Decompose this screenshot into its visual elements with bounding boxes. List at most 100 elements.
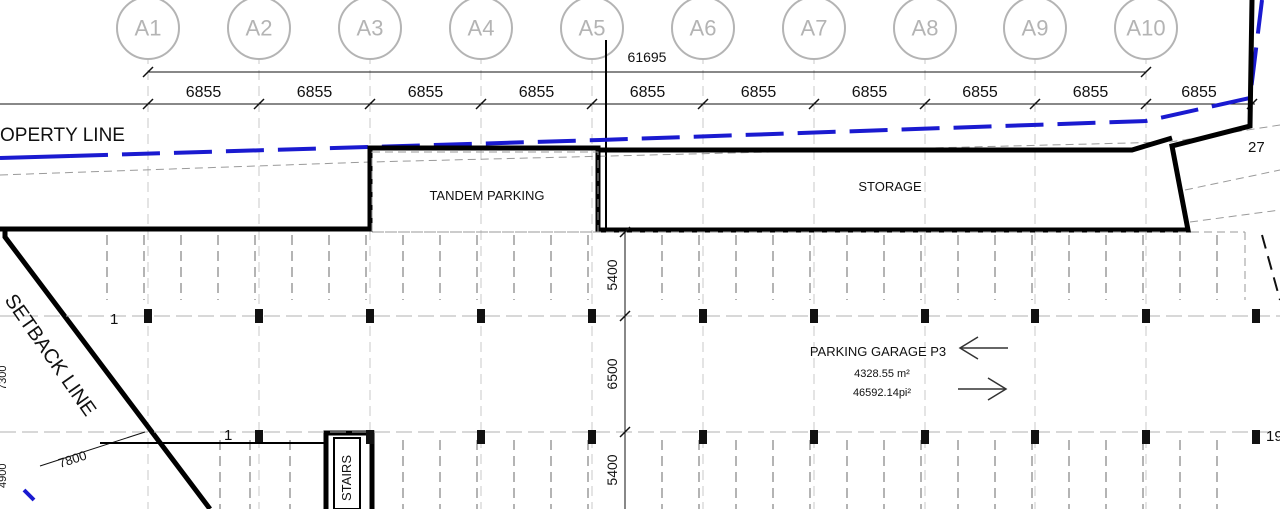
dimension-tick [475,98,487,110]
bay-dimension-line: 6855 6855 6855 6855 6855 6855 6855 6855 6855 6855 [0,84,1258,110]
grid-bubble-A10: A10 [1114,0,1178,60]
column [144,309,152,323]
grid-bubble-A7: A7 [782,0,846,60]
bay-dimension-text: 6855 [852,84,888,101]
row-marker-1b: 1 [224,427,232,444]
dimension-tick [808,98,820,110]
grid-bubble-label: A5 [579,16,606,41]
grid-bubble-label: A10 [1126,16,1165,41]
bay-dimension-text: 6855 [408,84,444,101]
grid-lines [147,54,1147,509]
column [921,309,929,323]
grid-bubble-label: A8 [912,16,939,41]
bay-dimension-text: 6855 [186,84,222,101]
bay-dimension-text: 6855 [962,84,998,101]
bay-dimension-text: 6855 [519,84,555,101]
overall-dimension-text: 61695 [628,49,667,65]
property-line-fragment-lower [22,488,36,502]
property-line: OPERTY LINE [0,0,1264,160]
column [1252,309,1260,323]
bay-dimension-text: 6855 [1073,84,1109,101]
column [588,430,596,444]
structural-columns [144,309,1260,444]
grid-bubble-A4: A4 [449,0,513,60]
parking-stall-lines [106,235,1218,509]
dimension-upper: 5400 [604,259,620,290]
bay-dimension-text: 6855 [297,84,333,101]
column [477,309,485,323]
dimension-tick [919,98,931,110]
column [1031,309,1039,323]
grid-bubble-label: A4 [468,16,495,41]
grid-bubble-A8: A8 [893,0,957,60]
dimension-tick [1029,98,1041,110]
bay-dimension-text: 6855 [741,84,777,101]
left-offset-text: 7800 [56,448,88,471]
row-marker-19: 19 [1266,428,1280,445]
traffic-arrow-right-icon [958,377,1008,401]
stairs-label: STAIRS [339,455,354,501]
grid-bubble-label: A6 [690,16,717,41]
dimension-tick [364,98,376,110]
tandem-parking-area [371,151,599,233]
grid-bubble-A5: A5 [560,0,624,60]
column [1142,430,1150,444]
row-marker-27: 27 [1248,139,1265,156]
grid-bubble-A9: A9 [1003,0,1067,60]
column [699,309,707,323]
grid-bubble-label: A2 [246,16,273,41]
column [699,430,707,444]
bay-dimension-text: 6855 [1181,84,1217,101]
right-edge-dashed [1261,234,1280,301]
tandem-parking-label: TANDEM PARKING [429,188,544,203]
grid-bubble-A6: A6 [671,0,735,60]
column [810,430,818,444]
traffic-arrow-left-icon [958,336,1008,360]
row-marker-1a: 1 [110,311,118,328]
column [921,430,929,444]
dimension-tick [697,98,709,110]
column [255,309,263,323]
dimension-tick [142,98,154,110]
secondary-boundary-right [1184,169,1280,191]
column [255,430,263,444]
secondary-boundary-right-2 [1189,209,1280,223]
dimension-tick [586,98,598,110]
column [1142,309,1150,323]
stairs-box [333,437,361,509]
garage-area-ft2: 46592.14pi² [853,387,911,399]
row-gridlines [0,315,1280,433]
dimension-lower: 5400 [604,454,620,485]
left-edge-dim-b: 4900 [0,464,9,488]
left-offset-dimension: 7800 7300 4900 [0,366,326,488]
grid-bubbles: A1 A2 A3 A4 A5 A6 A7 A8 A9 A10 [116,0,1178,60]
property-line-label: OPERTY LINE [0,125,125,146]
dimension-tick [253,98,265,110]
left-edge-dim-a: 7300 [0,366,9,390]
column [1031,430,1039,444]
overall-dimension: 61695 [142,49,1152,78]
grid-bubble-A1: A1 [116,0,180,60]
storage-label: STORAGE [858,179,922,194]
column [810,309,818,323]
grid-bubble-label: A3 [357,16,384,41]
dimension-middle: 6500 [604,358,620,389]
column [477,430,485,444]
column [588,309,596,323]
column [366,309,374,323]
garage-area-m2: 4328.55 m² [854,368,910,380]
column [1252,430,1260,444]
row-dimension-line: 5400 6500 5400 [604,226,631,509]
setback-line-label: SETBACK LINE [0,290,100,420]
grid-bubble-label: A7 [801,16,828,41]
grid-bubble-label: A1 [135,16,162,41]
grid-bubble-A3: A3 [338,0,402,60]
column [366,430,374,444]
dimension-tick [1140,98,1152,110]
garage-name: PARKING GARAGE P3 [810,344,946,359]
grid-bubble-A2: A2 [227,0,291,60]
bay-dimension-text: 6855 [630,84,666,101]
grid-bubble-label: A9 [1022,16,1049,41]
